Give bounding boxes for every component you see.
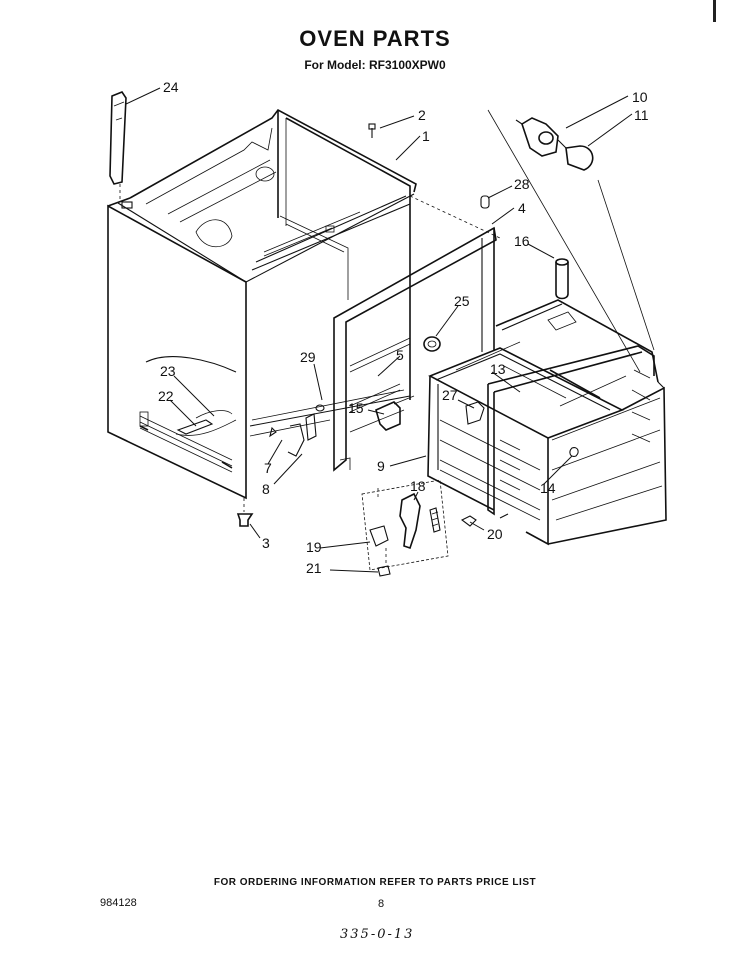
callout-29: 29: [300, 349, 316, 365]
oven-cabinet: [107, 108, 501, 500]
callout-20: 20: [487, 526, 503, 542]
page-title: OVEN PARTS: [299, 26, 451, 51]
scan-edge-mark: [713, 0, 716, 22]
callout-22: 22: [158, 388, 174, 404]
assembly-guides: [119, 109, 655, 566]
callout-4: 4: [518, 200, 526, 216]
callout-2: 2: [418, 107, 426, 123]
callout-23: 23: [160, 363, 176, 379]
callout-19: 19: [306, 539, 322, 555]
callout-13: 13: [490, 361, 506, 377]
callout-25: 25: [454, 293, 470, 309]
wiring-harness: [145, 356, 237, 436]
callout-27: 27: [442, 387, 458, 403]
document-number: 984128: [100, 897, 137, 909]
small-hardware: [109, 91, 594, 577]
page-number: 8: [378, 898, 385, 910]
callout-21: 21: [306, 560, 322, 576]
callout-3: 3: [262, 535, 270, 551]
ordering-note: FOR ORDERING INFORMATION REFER TO PARTS …: [213, 877, 537, 888]
handwritten-code: 335-0-13: [340, 927, 415, 942]
callout-10: 10: [632, 89, 648, 105]
callout-5: 5: [396, 347, 404, 363]
callout-9: 9: [377, 458, 385, 474]
callout-14: 14: [540, 480, 556, 496]
callout-8: 8: [262, 481, 270, 497]
callout-11: 11: [634, 107, 649, 123]
callout-15: 15: [348, 400, 364, 416]
callout-24: 24: [163, 79, 179, 95]
model-line: For Model: RF3100XPW0: [304, 58, 446, 72]
callout-leaders: [125, 87, 633, 573]
oven-liner: [427, 299, 667, 546]
callout-18: 18: [410, 478, 426, 494]
callout-16: 16: [514, 233, 530, 249]
door-latch-assembly: [361, 479, 449, 571]
callout-labels: 24 2 1 10 11 28 4 16 25 29 5 23 13 27 22…: [158, 79, 649, 576]
callout-28: 28: [514, 176, 530, 192]
callout-7: 7: [264, 460, 272, 476]
callout-1: 1: [422, 128, 430, 144]
oven-front-frame: [333, 226, 497, 472]
